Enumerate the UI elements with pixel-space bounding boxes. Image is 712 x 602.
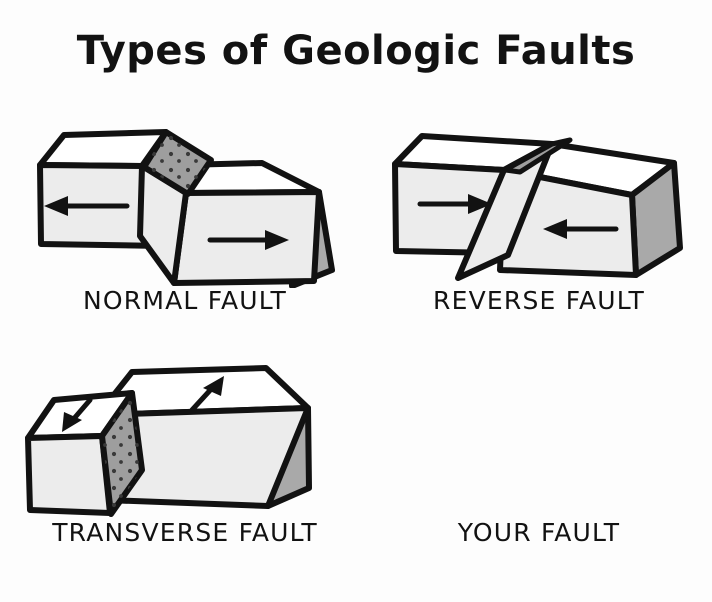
arrow-up-right-icon [189, 376, 224, 413]
transverse-fault-diagram [25, 365, 312, 517]
arrow-down-left-icon [62, 397, 93, 432]
panel-normal-fault: NORMAL FAULT [14, 118, 356, 333]
overthrust-wedge [502, 137, 573, 175]
arrow-left-icon [44, 196, 130, 216]
caption-your-fault: YOUR FAULT [457, 518, 621, 547]
normal-fault-diagram [37, 129, 335, 288]
panel-transverse-fault: TRANSVERSE FAULT [14, 348, 356, 563]
arrow-right-icon [207, 230, 289, 250]
panel-your-fault: YOUR FAULT [374, 348, 704, 563]
page-title: Types of Geologic Faults [76, 28, 636, 74]
caption-transverse-fault: TRANSVERSE FAULT [52, 518, 318, 547]
fault-plane-speckles [102, 393, 142, 514]
left-block-front-face [25, 433, 113, 516]
panel-reverse-fault: REVERSE FAULT [374, 118, 704, 333]
caption-normal-fault: NORMAL FAULT [83, 286, 287, 315]
reverse-fault-diagram [392, 133, 683, 281]
arrow-right-icon [417, 194, 492, 214]
arrow-left-icon [543, 219, 619, 239]
fault-surface-speckles [144, 132, 211, 194]
caption-reverse-fault: REVERSE FAULT [433, 286, 645, 315]
